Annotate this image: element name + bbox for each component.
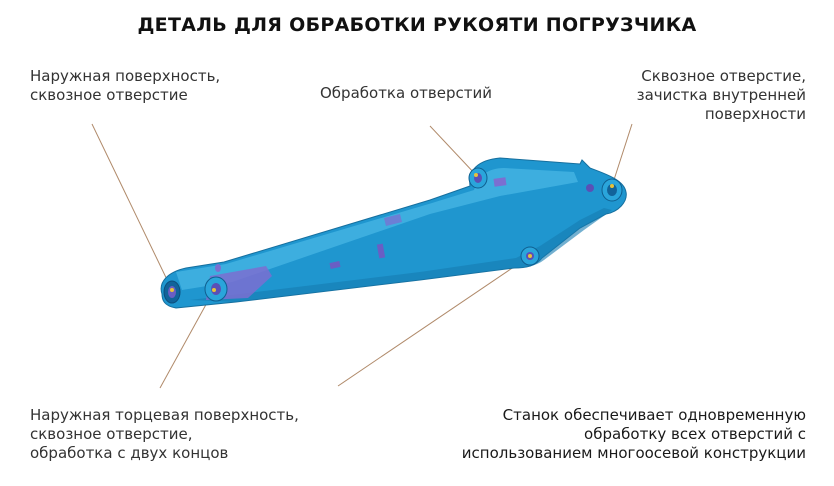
pointer-tip-top-middle	[474, 173, 478, 177]
hole-right-inner	[586, 184, 594, 192]
pointer-tip-top-left	[170, 288, 174, 292]
callout-line: сквозное отверстие	[30, 86, 188, 104]
callout-end-face: Наружная торцевая поверхность, сквозное …	[30, 406, 299, 463]
callout-hole-machining: Обработка отверстий	[320, 84, 492, 103]
callout-line: обработку всех отверстий с	[584, 425, 806, 443]
machined-strip-top	[384, 214, 402, 226]
callout-line: зачистка внутренней	[636, 86, 806, 104]
arm-top-highlight	[176, 168, 578, 290]
leader-line-bottom-left	[159, 289, 215, 389]
machined-slot-2	[329, 261, 341, 269]
leader-line-top-left	[91, 123, 173, 291]
callout-line: Сквозное отверстие,	[641, 67, 806, 85]
boss-left-hole	[211, 283, 221, 295]
callout-through-hole-cleaning: Сквозное отверстие, зачистка внутренней …	[637, 67, 806, 124]
leader-line-bottom-right	[337, 255, 531, 387]
page-title: ДЕТАЛЬ ДЛЯ ОБРАБОТКИ РУКОЯТИ ПОГРУЗЧИКА	[137, 14, 697, 36]
pointer-tip-bottom-left	[212, 288, 216, 292]
lug-top-left	[215, 264, 221, 272]
machined-slot-1	[376, 243, 386, 259]
callout-line: Обработка отверстий	[320, 84, 492, 102]
callout-line: сквозное отверстие,	[30, 425, 193, 443]
pointer-tips	[170, 173, 614, 292]
callout-outer-surface: Наружная поверхность, сквозное отверстие	[30, 67, 220, 105]
machined-slot-3	[493, 177, 507, 187]
callout-line: Станок обеспечивает одновременную	[502, 406, 806, 424]
callout-line: поверхности	[704, 105, 806, 123]
callout-multi-axis: Станок обеспечивает одновременную обрабо…	[462, 406, 806, 463]
boss-right-end-hole	[607, 184, 617, 196]
leader-lines	[91, 123, 633, 389]
callout-line: использованием многоосевой конструкции	[461, 444, 806, 462]
callout-line: Наружная поверхность,	[30, 67, 221, 85]
arm-body	[160, 157, 627, 309]
pointer-tip-top-right	[610, 184, 614, 188]
leader-line-top-right	[611, 123, 633, 187]
pointer-tip-bottom-right	[528, 254, 532, 258]
callout-line: Наружная торцевая поверхность,	[30, 406, 299, 424]
leader-line-top-middle	[429, 125, 477, 176]
callout-line: обработка с двух концов	[30, 444, 229, 462]
